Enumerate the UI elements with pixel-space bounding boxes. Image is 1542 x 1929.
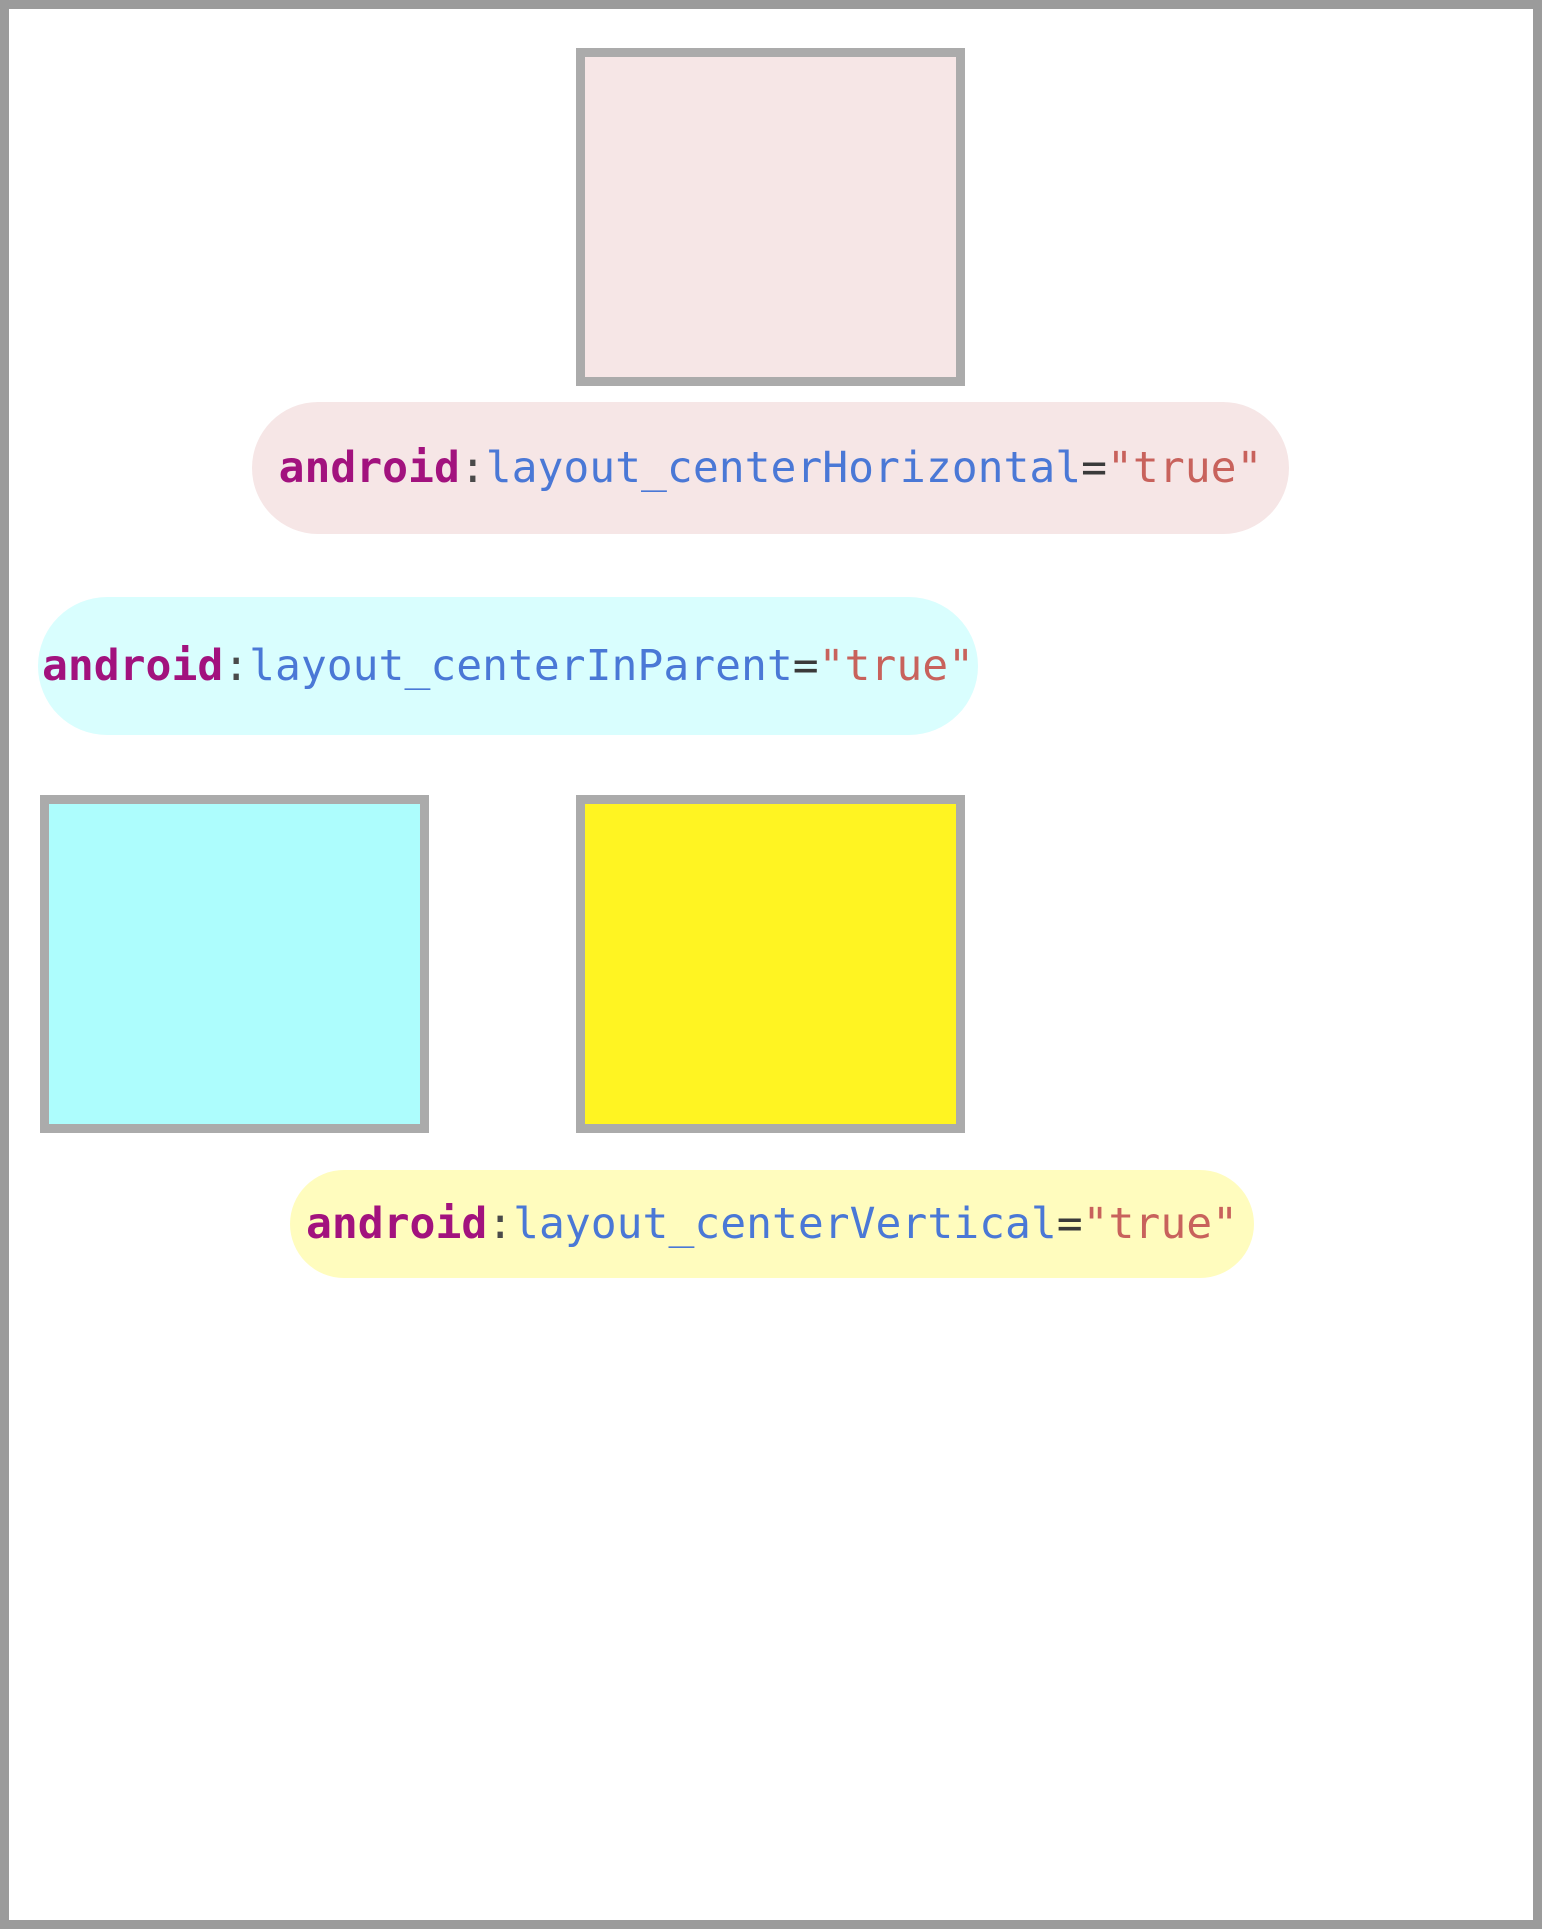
equals-text: = (1056, 1198, 1083, 1249)
namespace-text: android (306, 1198, 488, 1249)
namespace-text: android (278, 442, 460, 493)
attribute-text: layout_centerInParent (249, 640, 793, 691)
center-in-parent-box (40, 795, 429, 1133)
equals-text: = (792, 640, 819, 691)
center-in-parent-label: android:layout_centerInParent="true" (38, 597, 978, 735)
separator-text: : (487, 1198, 514, 1249)
value-text: "true" (818, 640, 974, 691)
namespace-text: android (42, 640, 224, 691)
attribute-text: layout_centerHorizontal (485, 442, 1082, 493)
separator-text: : (223, 640, 250, 691)
attribute-text: layout_centerVertical (513, 1198, 1057, 1249)
value-text: "true" (1107, 442, 1263, 493)
center-vertical-label: android:layout_centerVertical="true" (290, 1170, 1254, 1278)
separator-text: : (459, 442, 486, 493)
equals-text: = (1081, 442, 1108, 493)
center-horizontal-box (576, 48, 965, 386)
center-horizontal-label: android:layout_centerHorizontal="true" (252, 402, 1289, 534)
center-vertical-box (576, 795, 965, 1133)
value-text: "true" (1082, 1198, 1238, 1249)
